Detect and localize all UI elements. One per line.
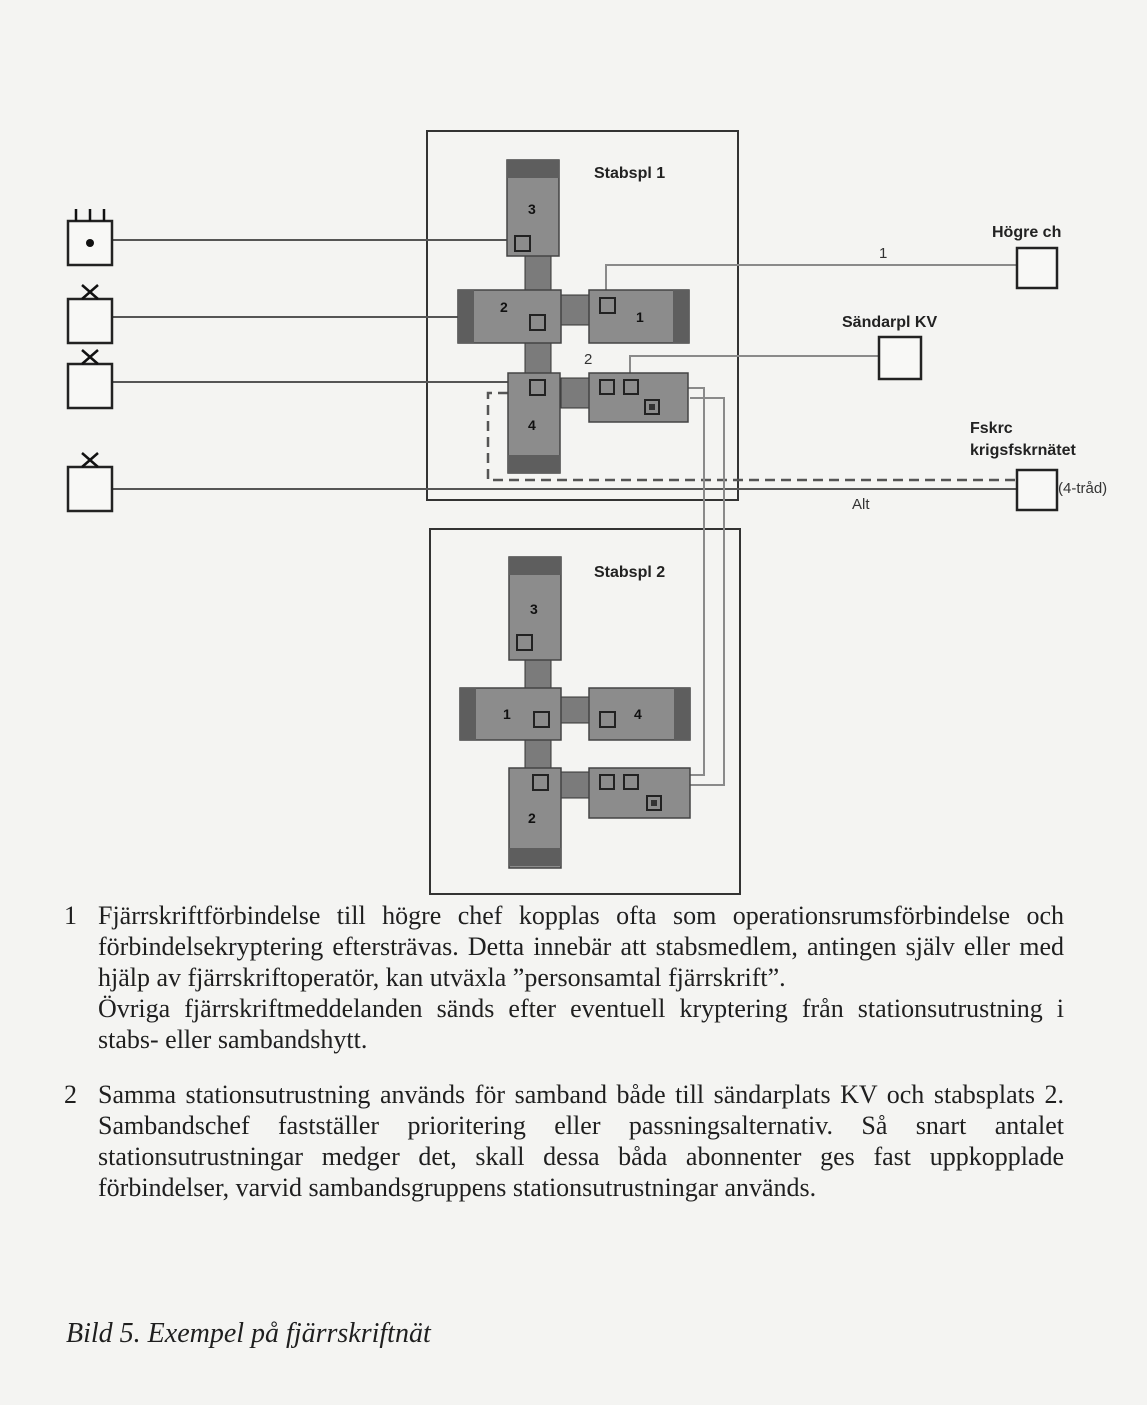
note-1: 1 Fjärrskriftförbindelse till högre chef… [64,900,1064,1055]
stab1-unit-1-number: 1 [636,309,644,325]
alt-label: Alt [852,496,870,513]
wire-2-sandarpl [629,355,879,378]
sandarpl-terminal [877,335,923,381]
stab2-unit-1-number: 1 [503,706,511,722]
note-2-text: Samma stationsutrustning används för sam… [98,1080,1064,1202]
figure-caption: Bild 5. Exempel på fjärrskriftnät [66,1318,431,1349]
four-wire-label: (4-tråd) [1058,480,1107,497]
wire-2-number: 2 [584,351,592,368]
stab2-unit-2-number: 2 [528,810,536,826]
stab2-unit-3-number: 3 [530,601,538,617]
sandarpl-label: Sändarpl KV [842,314,937,331]
teleprinter-network-diagram: Stabspl 1 Stabspl 2 1 2 Alt Högre ch Sän [66,130,1107,895]
fskrc-label-line1: Fskrc [970,420,1013,437]
stabspl2-units: 3 1 4 2 [459,556,691,869]
wire-stab1-to-stab2-a [688,387,705,776]
fskrc-label-line2: krigsfskrnätet [970,442,1076,459]
wire-stab1-to-stab2-b [690,397,725,786]
stab1-unit-3-number: 3 [528,201,536,217]
wire-1-number: 1 [879,245,887,262]
stab2-unit-4-number: 4 [634,706,642,722]
terminal-4 [66,452,114,513]
stabspl1-frame [426,130,739,501]
footnotes: 1 Fjärrskriftförbindelse till högre chef… [64,900,1064,1227]
note-2: 2 Samma stationsutrustning används för s… [64,1079,1064,1203]
hogre-ch-terminal [1015,246,1059,290]
stabspl2-frame [429,528,741,895]
terminal-1 [66,209,114,267]
note-2-number: 2 [64,1080,77,1109]
stabspl2-label: Stabspl 2 [594,564,665,581]
terminal-3 [66,349,114,410]
hogre-ch-label: Högre ch [992,224,1061,241]
stab1-unit-4-number: 4 [528,417,536,433]
stabspl1-label: Stabspl 1 [594,165,665,182]
stabspl1-units: 3 2 1 4 [457,159,690,474]
note-1-number: 1 [64,901,77,930]
terminal-2 [66,284,114,345]
dashed-alt-route [486,391,1017,482]
stab1-unit-2-number: 2 [500,299,508,315]
wire-1-hogre-ch [605,264,1017,292]
note-1-text-a: Fjärrskriftförbindelse till högre chef k… [98,901,1064,992]
fskrc-terminal [1015,468,1059,512]
note-1-text-b: Övriga fjärrskriftmeddelanden sänds efte… [98,994,1064,1054]
